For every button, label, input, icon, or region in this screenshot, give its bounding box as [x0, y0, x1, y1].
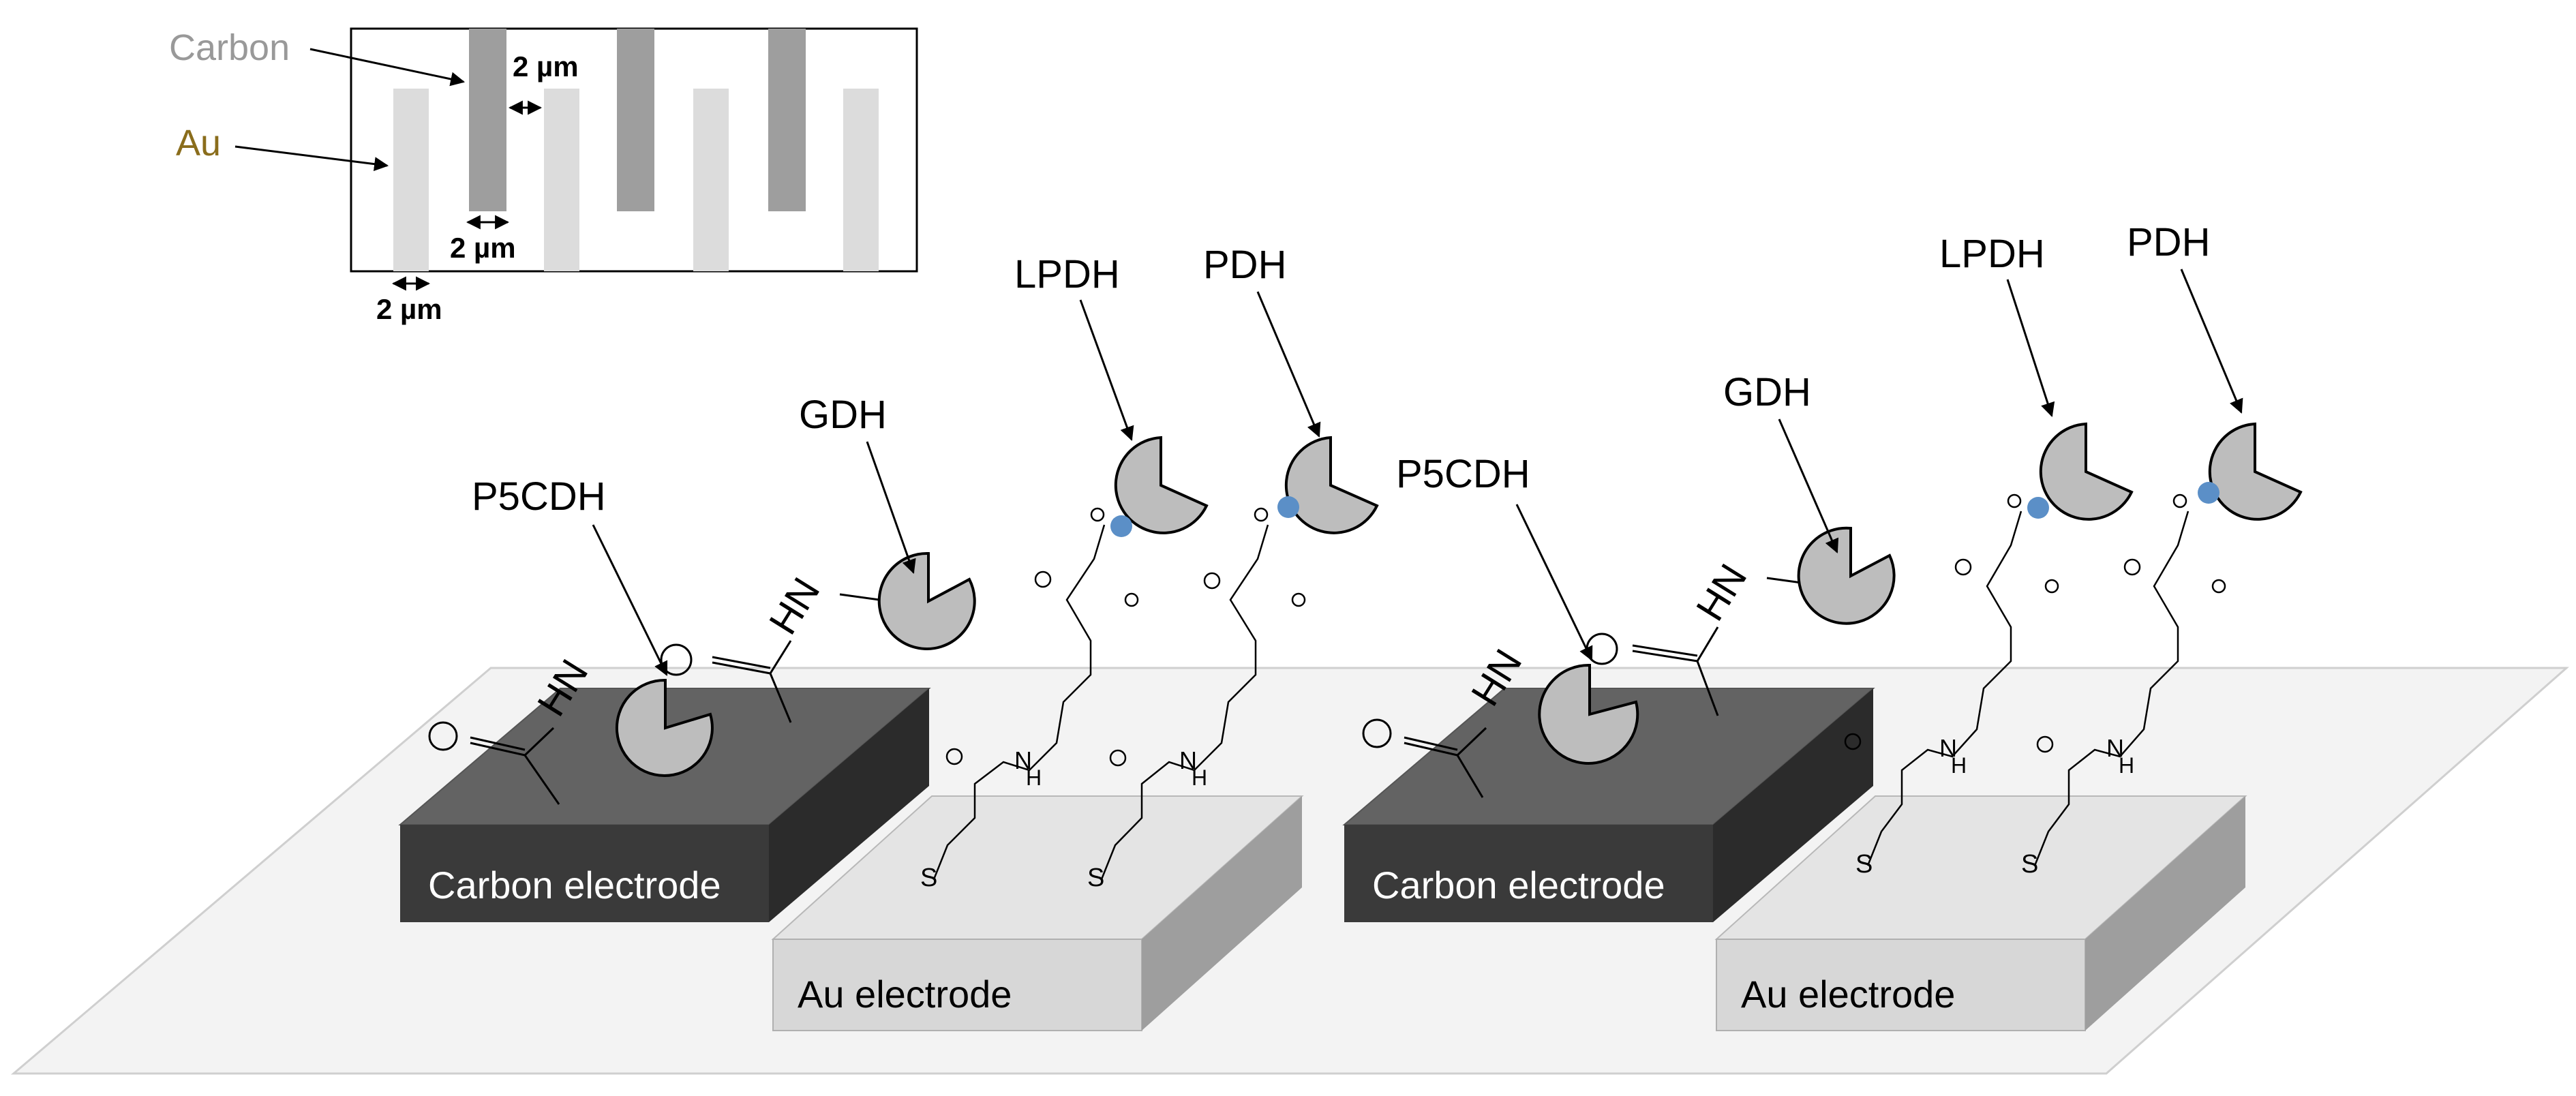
carbon-finger: [617, 29, 654, 211]
thiol-nta-linkers: [1844, 493, 2226, 866]
au-label: Au: [176, 123, 221, 164]
pdh-arrow: [1256, 291, 1321, 438]
nickel-ion: [1110, 515, 1132, 537]
amide-label: HN: [761, 570, 829, 641]
hydrogen-label: H: [1026, 765, 1042, 790]
lpdh-enzyme: [2039, 422, 2134, 521]
pdh-enzyme: [2208, 422, 2303, 521]
gap-dim-label: 2 µm: [513, 50, 579, 82]
nitrogen-label: N: [2106, 734, 2124, 762]
sulfur-label: S: [1087, 864, 1104, 892]
au-finger: [393, 89, 429, 271]
au-finger: [544, 89, 579, 271]
amide-linkers: [428, 593, 880, 805]
carbon-finger: [469, 29, 506, 211]
pdh-label: PDH: [2127, 220, 2210, 264]
pdh-label: PDH: [1203, 243, 1286, 287]
au-electrode-block: Au electrode: [1714, 795, 2247, 1031]
lpdh-arrow: [2006, 279, 2055, 417]
carbon-finger: [768, 29, 806, 211]
pdh-arrow: [2180, 269, 2243, 414]
pdh-enzyme: [1284, 436, 1379, 534]
carbon-electrode-label: Carbon electrode: [428, 864, 721, 907]
hydrogen-label: H: [2119, 753, 2134, 778]
electrode-unit-1: Au electrode Carbon electrode HN HN: [398, 243, 1379, 1031]
gdh-arrow: [1778, 418, 1839, 553]
p5cdh-arrow: [592, 524, 668, 676]
lpdh-enzyme: [1114, 436, 1209, 534]
lpdh-arrow: [1079, 299, 1134, 441]
carbon-label: Carbon: [169, 27, 290, 68]
amide-label: HN: [1688, 556, 1756, 628]
p5cdh-enzyme: [615, 678, 714, 777]
nitrogen-label: N: [1014, 746, 1032, 774]
gdh-label: GDH: [1723, 370, 1811, 414]
nitrogen-label: N: [1179, 746, 1197, 774]
au-finger: [843, 89, 879, 271]
sulfur-label: S: [920, 864, 937, 892]
hydrogen-label: H: [1192, 765, 1207, 790]
gdh-enzyme: [877, 551, 976, 650]
carbon-width-dim-label: 2 µm: [450, 232, 516, 264]
au-electrode-label: Au electrode: [1741, 973, 1955, 1016]
carbon-electrode-label: Carbon electrode: [1372, 864, 1665, 907]
hydrogen-label: H: [1951, 753, 1967, 778]
thiol-nta-linkers: [933, 507, 1306, 880]
gdh-arrow: [866, 441, 916, 574]
p5cdh-arrow: [1515, 504, 1593, 661]
carbon-pointer-arrow: [309, 48, 466, 87]
au-pointer-arrow: [234, 145, 389, 172]
au-width-dim-label: 2 µm: [376, 293, 442, 325]
electrode-layout-inset: Carbon Au 2 µm 2 µm 2 µm: [169, 27, 918, 325]
lpdh-label: LPDH: [1939, 232, 2045, 276]
au-electrode-block: Au electrode: [771, 795, 1304, 1031]
p5cdh-label: P5CDH: [1396, 452, 1530, 496]
p5cdh-enzyme: [1538, 663, 1639, 765]
p5cdh-label: P5CDH: [472, 474, 606, 519]
au-electrode-label: Au electrode: [798, 973, 1012, 1016]
nickel-ion: [2198, 482, 2219, 504]
electrode-unit-2: Au electrode Carbon electrode HN HN: [1342, 220, 2303, 1031]
sulfur-label: S: [1855, 850, 1873, 879]
gdh-label: GDH: [799, 393, 887, 437]
nickel-ion: [1277, 496, 1299, 518]
sulfur-label: S: [2021, 850, 2038, 879]
nitrogen-label: N: [1939, 734, 1957, 762]
nickel-ion: [2027, 497, 2049, 519]
lpdh-label: LPDH: [1014, 252, 1120, 296]
gdh-enzyme: [1797, 526, 1896, 625]
au-finger: [693, 89, 729, 271]
